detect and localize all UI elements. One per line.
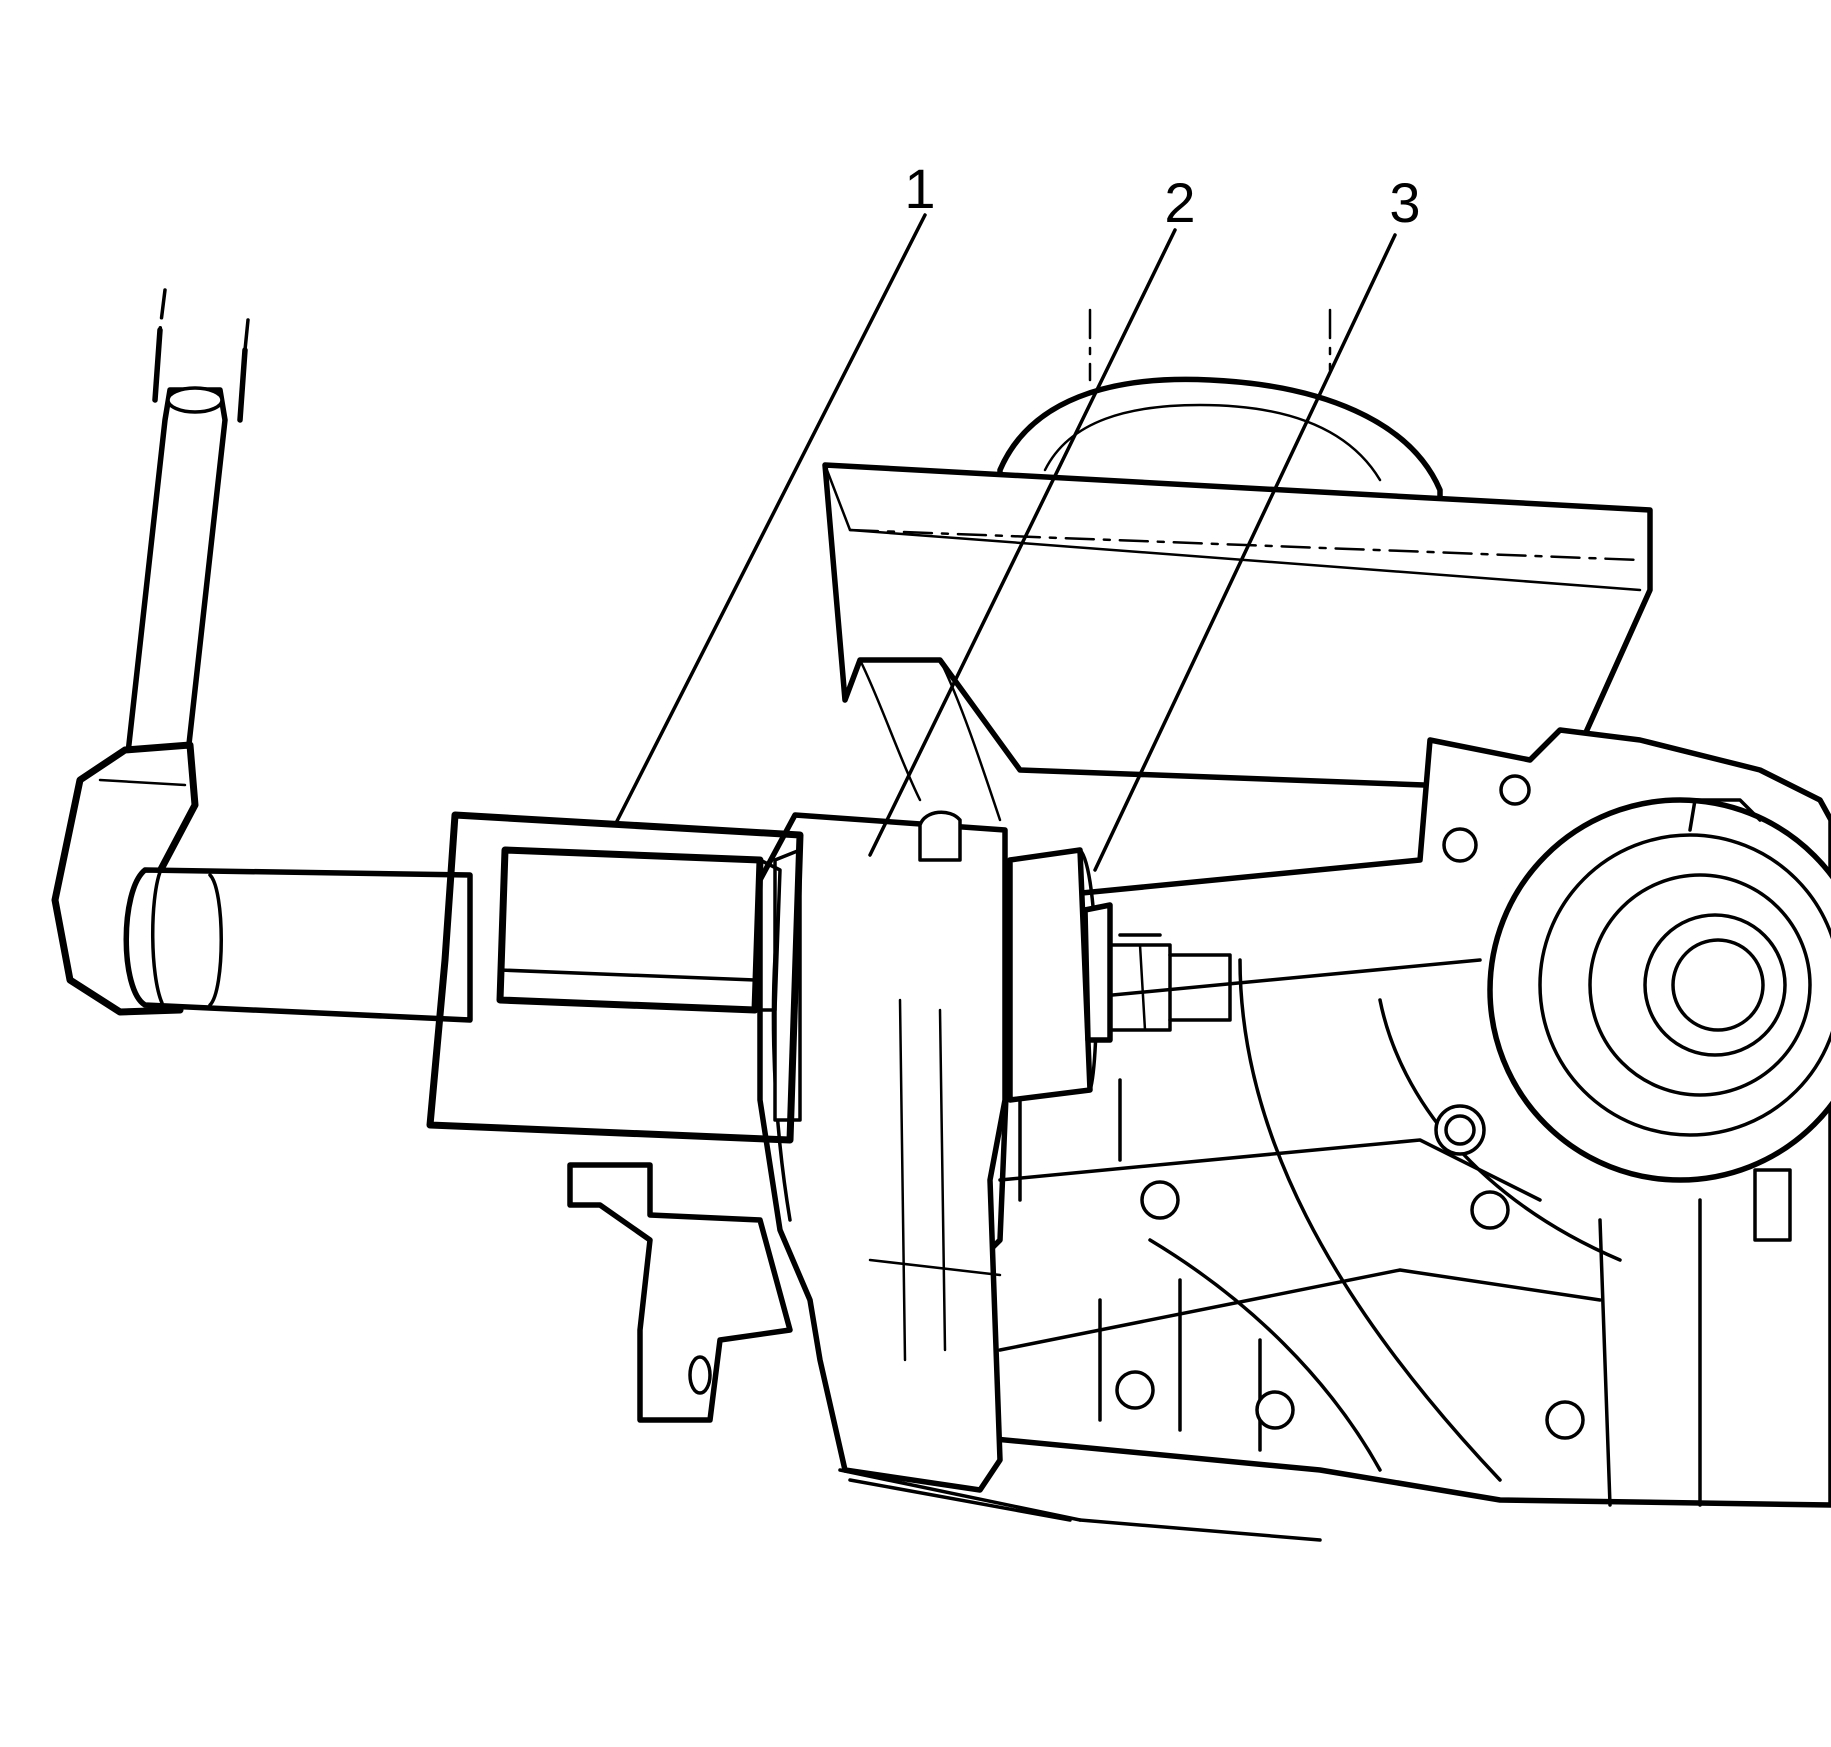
callout-2: 2 [1164, 171, 1195, 234]
leader-line-3 [1093, 233, 1397, 872]
bearing-collar [1007, 847, 1113, 1103]
leader-line-2 [868, 228, 1177, 857]
callouts: 1 2 3 [904, 157, 1420, 234]
threaded-stud [1108, 933, 1232, 1032]
callout-1: 1 [904, 157, 935, 220]
hub-flange [757, 810, 1322, 1542]
lower-arm [567, 1162, 793, 1423]
callout-3: 3 [1389, 171, 1420, 234]
leader-line-1 [613, 213, 927, 827]
stippled-adapter [426, 811, 804, 1144]
leader-lines [613, 213, 1397, 872]
puller-handle [51, 288, 473, 1023]
support-bracket [822, 462, 1653, 822]
